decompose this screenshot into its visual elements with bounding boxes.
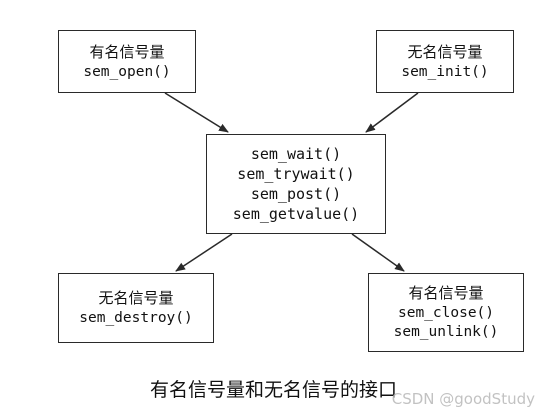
- function-label: sem_wait(): [250, 145, 342, 163]
- csdn-watermark: CSDN @goodStudy: [391, 390, 535, 408]
- arrow-unnamed-init-to-ops: [365, 92, 419, 133]
- unnamed-semaphore-destroy-box: 无名信号量 sem_destroy(): [58, 273, 214, 343]
- box-title: 有名信号量: [89, 42, 165, 61]
- figure-caption: 有名信号量和无名信号的接口: [149, 379, 397, 401]
- arrow-named-open-to-ops: [164, 92, 229, 133]
- box-title: 无名信号量: [98, 289, 174, 307]
- arrow-ops-to-unnamed-destroy: [175, 233, 233, 272]
- arrow-ops-to-named-close: [351, 233, 405, 272]
- function-label: sem_destroy(): [79, 310, 193, 326]
- box-title: 无名信号量: [407, 42, 483, 61]
- semaphore-operations-box: sem_wait() sem_trywait() sem_post() sem_…: [206, 134, 386, 234]
- function-label: sem_close(): [397, 305, 495, 321]
- unnamed-semaphore-init-box: 无名信号量 sem_init(): [376, 30, 514, 93]
- function-label: sem_open(): [83, 63, 171, 80]
- named-semaphore-open-box: 有名信号量 sem_open(): [58, 30, 196, 93]
- box-title: 有名信号量: [408, 284, 484, 302]
- function-label: sem_trywait(): [237, 165, 355, 183]
- function-label: sem_post(): [250, 185, 342, 203]
- function-label: sem_unlink(): [393, 324, 499, 340]
- function-label: sem_init(): [401, 63, 489, 80]
- function-label: sem_getvalue(): [232, 205, 360, 223]
- named-semaphore-close-box: 有名信号量 sem_close() sem_unlink(): [368, 273, 524, 352]
